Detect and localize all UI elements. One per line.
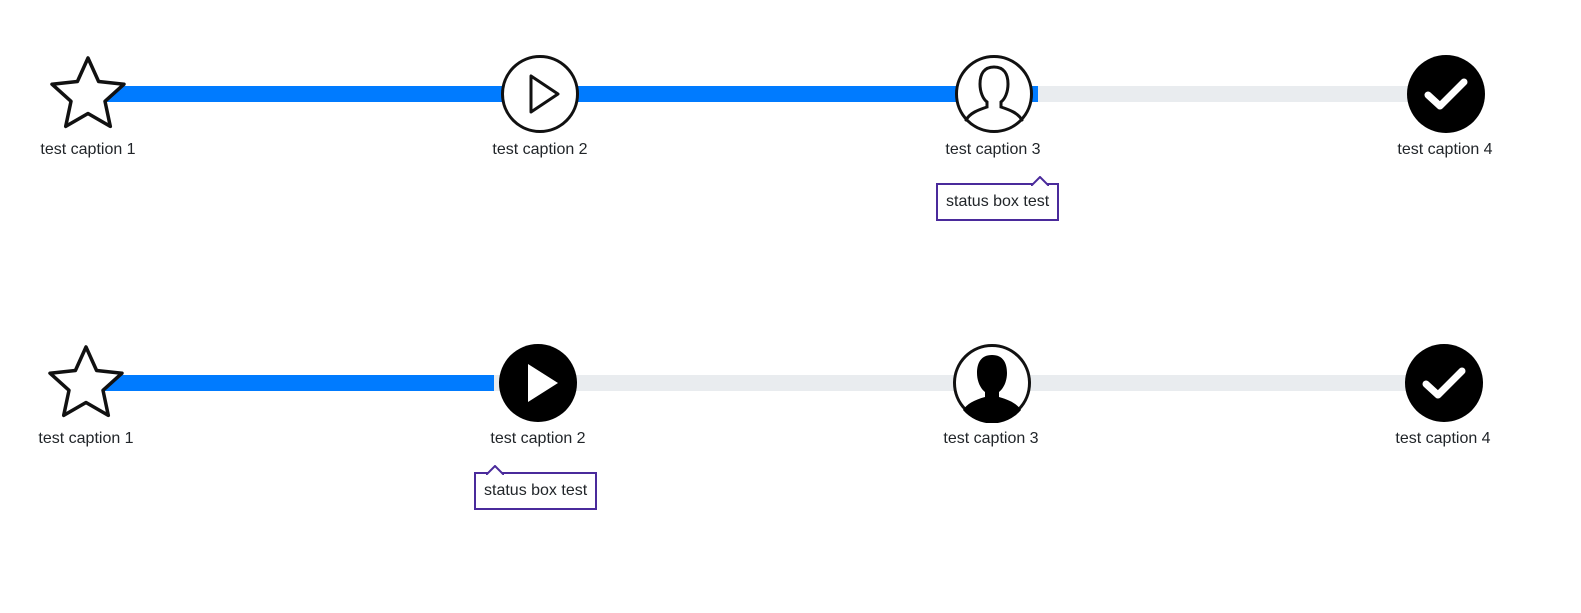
step-4-check-icon[interactable] [1404,343,1484,423]
play-outline-icon [501,55,579,133]
star-outline-icon [48,345,124,418]
check-filled-icon [1407,55,1485,133]
status-box-text: status box test [946,193,1050,210]
status-box: status box test [474,465,598,510]
status-box-text: status box test [484,482,588,499]
status-box: status box test [936,176,1060,221]
step-3-caption: test caption 3 [943,430,1039,447]
user-outline-icon [955,55,1033,133]
progress-fill [86,375,494,391]
step-1-star-icon[interactable] [46,343,126,423]
step-2-play-icon[interactable] [498,343,578,423]
play-filled-icon [499,344,577,422]
user-filled-icon [953,344,1031,423]
step-3-user-icon[interactable] [952,343,1032,423]
step-1-caption: test caption 1 [38,430,134,447]
step-4-check-icon[interactable] [1406,54,1486,134]
step-1-star-icon[interactable] [48,54,128,134]
check-filled-icon [1405,344,1483,422]
step-4-caption: test caption 4 [1397,141,1493,158]
step-3-caption: test caption 3 [945,141,1041,158]
step-2-caption: test caption 2 [490,430,586,447]
star-outline-icon [50,56,126,129]
step-1-caption: test caption 1 [40,141,136,158]
step-4-caption: test caption 4 [1395,430,1491,447]
progress-stepper-1: test caption 1 test caption 2 test capti… [0,0,1581,221]
progress-stepper-2: test caption 1 test caption 2 test capti… [0,289,1581,510]
step-3-user-icon[interactable] [954,54,1034,134]
step-2-caption: test caption 2 [492,141,588,158]
step-2-play-icon[interactable] [500,54,580,134]
status-box-pointer [486,465,504,481]
status-box-pointer [1031,176,1049,192]
